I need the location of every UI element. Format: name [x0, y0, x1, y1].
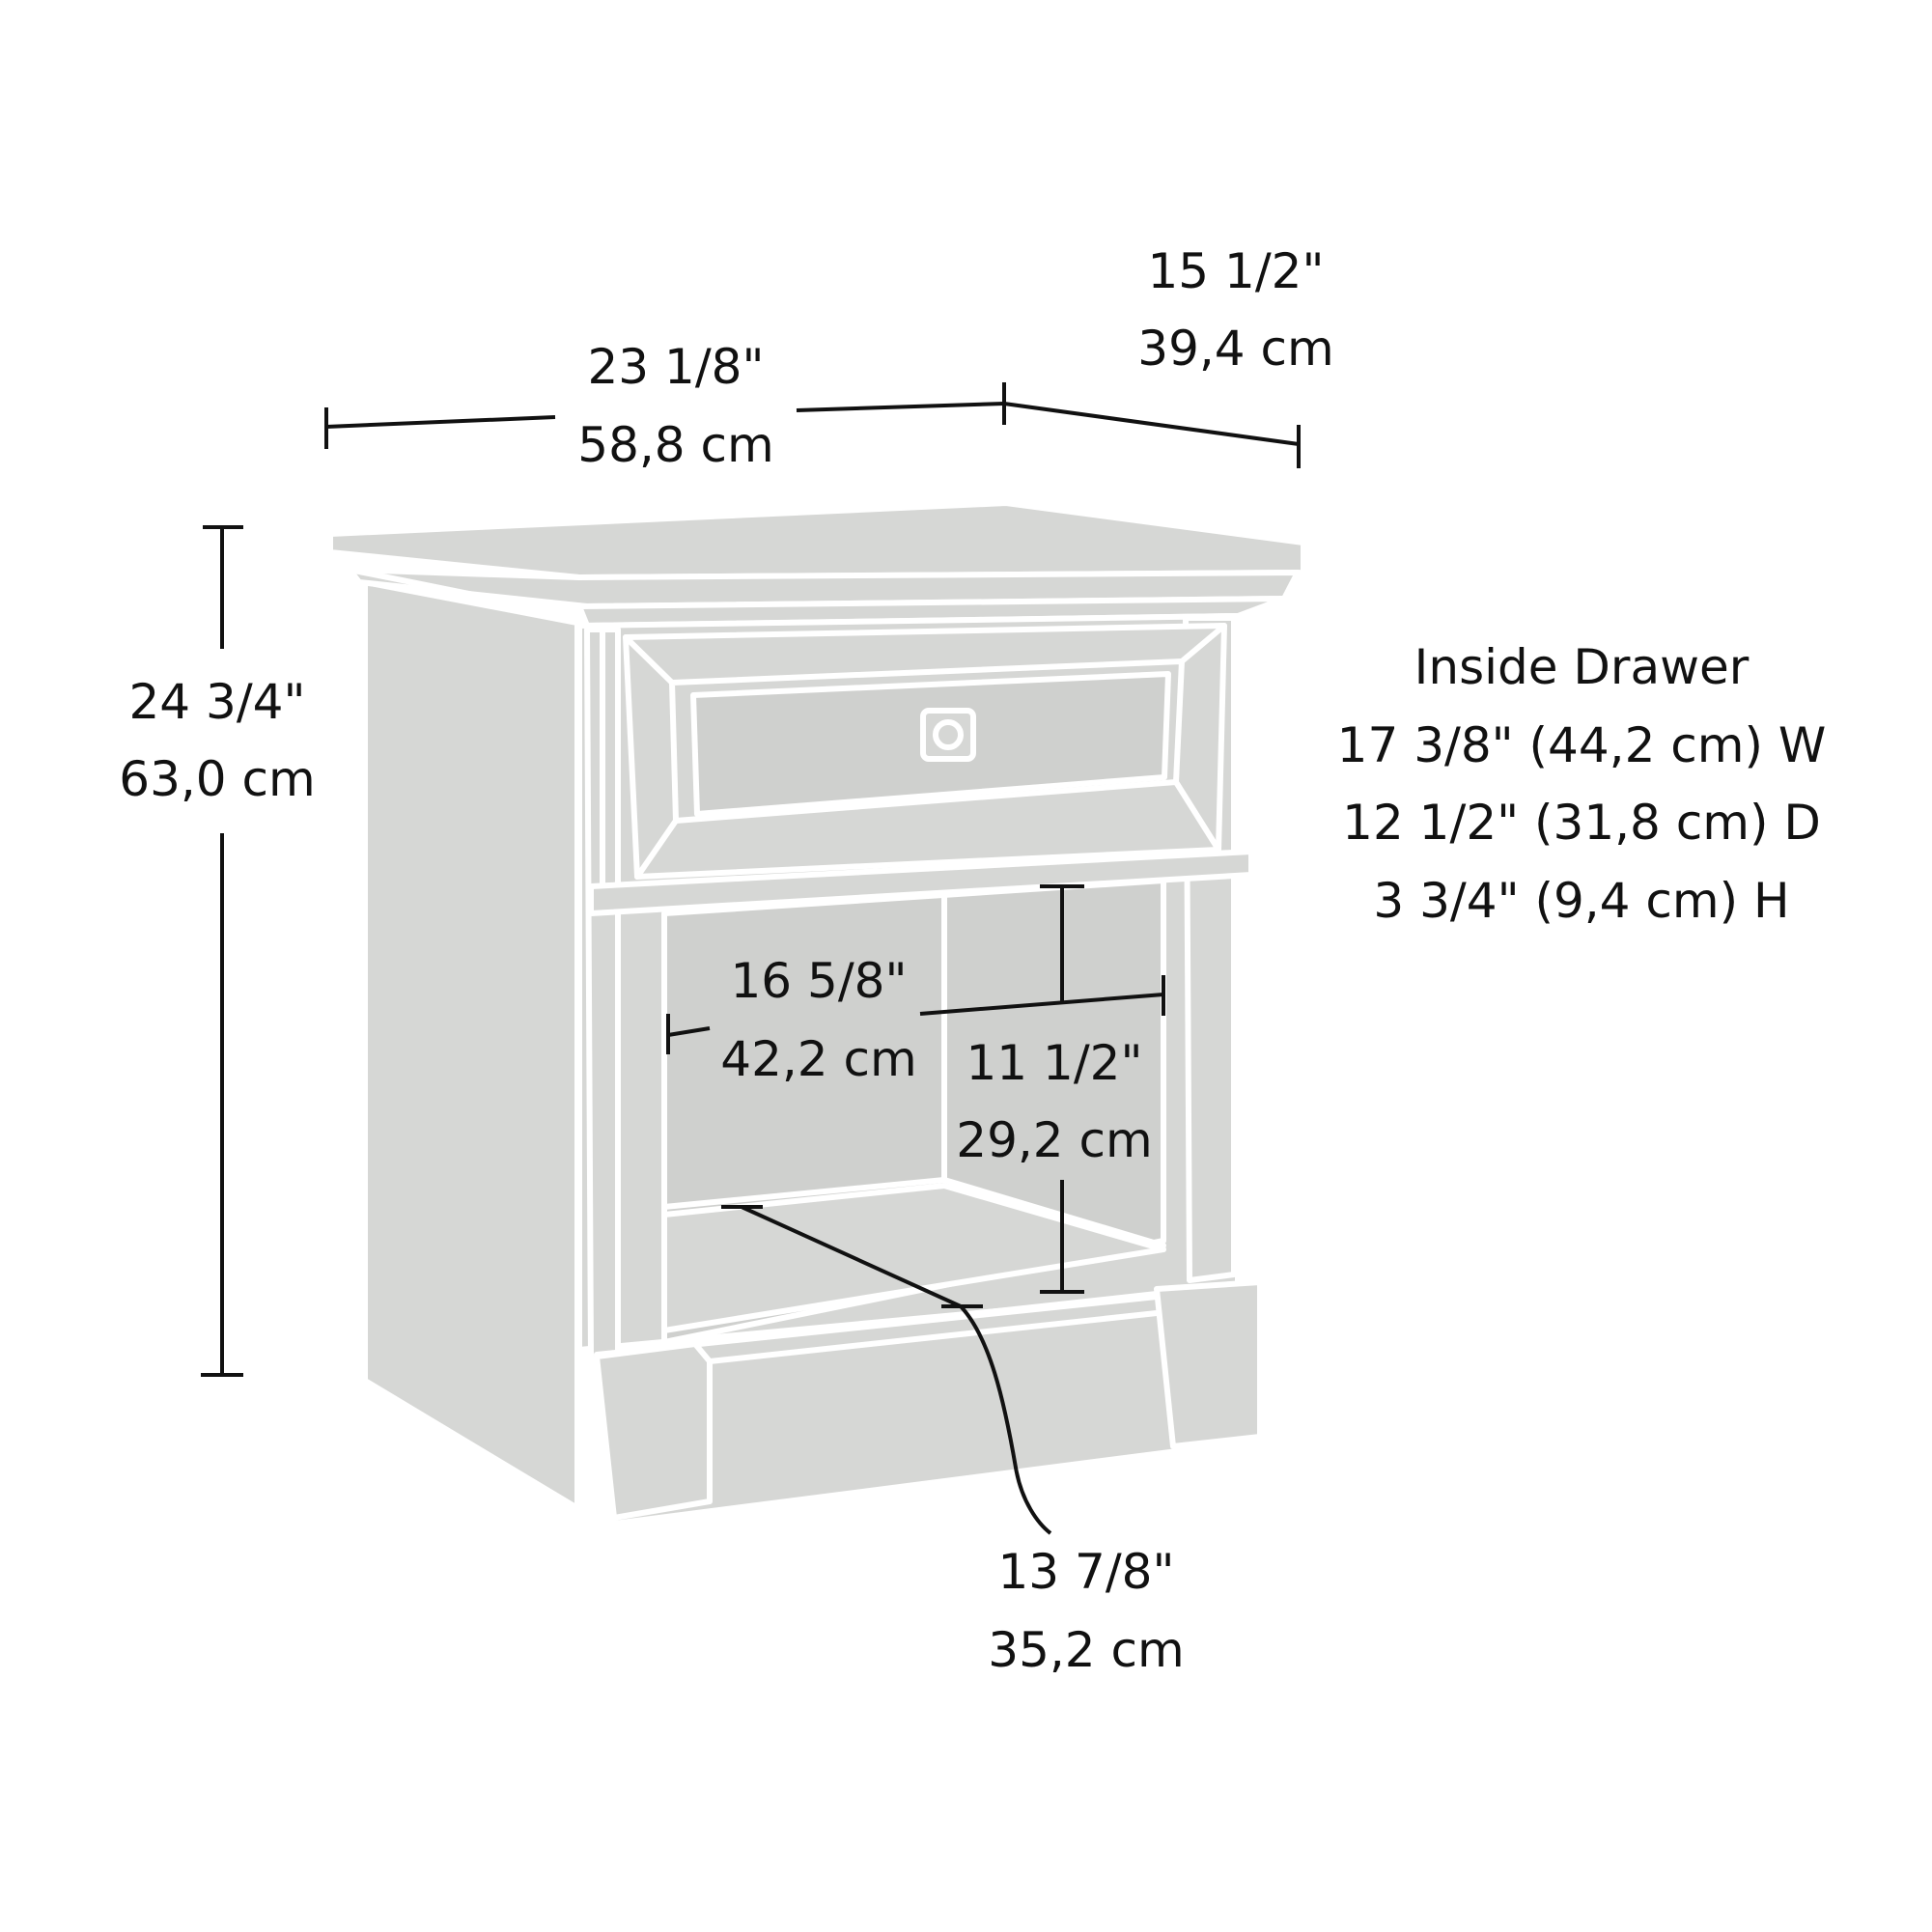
inside-drawer-width: 17 3/8" (44,2 cm) W: [1337, 717, 1827, 773]
opening-width-imperial: 16 5/8": [731, 953, 908, 1009]
width-metric: 58,8 cm: [577, 417, 773, 473]
width-imperial: 23 1/8": [588, 339, 765, 395]
height-imperial: 24 3/4": [129, 674, 306, 730]
opening-depth-metric: 35,2 cm: [988, 1622, 1184, 1678]
side-panel: [362, 579, 580, 1511]
depth-metric: 39,4 cm: [1137, 321, 1333, 377]
nightstand-illustration: [327, 500, 1306, 1526]
opening-height-imperial: 11 1/2": [966, 1035, 1143, 1091]
drawer-knob-center: [933, 719, 964, 750]
base-right-block: [1154, 1279, 1263, 1449]
depth-imperial: 15 1/2": [1148, 243, 1325, 299]
shelf-floor: [661, 1183, 1166, 1333]
base-left-block: [594, 1341, 713, 1521]
inside-drawer-height: 3 3/4" (9,4 cm) H: [1373, 873, 1789, 929]
opening-height-metric: 29,2 cm: [956, 1112, 1152, 1168]
inside-drawer-specs: Inside Drawer 17 3/8" (44,2 cm) W 12 1/2…: [1337, 639, 1827, 929]
inside-drawer-depth: 12 1/2" (31,8 cm) D: [1342, 795, 1821, 851]
height-metric: 63,0 cm: [119, 751, 315, 807]
drawer-rail: [588, 849, 1254, 916]
opening-width-metric: 42,2 cm: [720, 1031, 916, 1087]
top-surface: [327, 500, 1306, 580]
dimension-lines: [201, 382, 1301, 1535]
dimension-labels: 23 1/8" 58,8 cm 15 1/2" 39,4 cm 24 3/4" …: [119, 243, 1333, 1678]
inside-drawer-title: Inside Drawer: [1414, 639, 1750, 695]
opening-depth-imperial: 13 7/8": [998, 1544, 1175, 1600]
